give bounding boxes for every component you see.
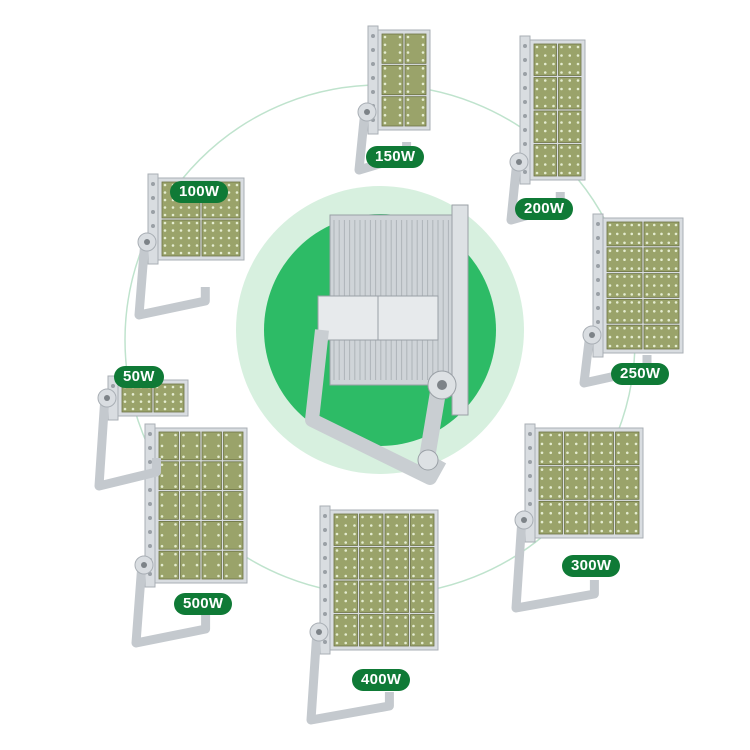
floodlight-300w [511,423,644,613]
floodlight-center [305,204,469,485]
badge-200w: 200W [515,198,574,220]
badge-500w: 500W [174,593,233,615]
floodlight-200w [506,35,586,225]
badge-50w: 50W [114,366,164,388]
badge-100w: 100W [170,181,229,203]
floodlight-400w [306,505,439,725]
badge-400w: 400W [352,669,411,691]
badge-150w: 150W [366,146,425,168]
badge-250w: 250W [611,363,670,385]
badge-300w: 300W [562,555,621,577]
floodlight-250w [579,213,684,388]
